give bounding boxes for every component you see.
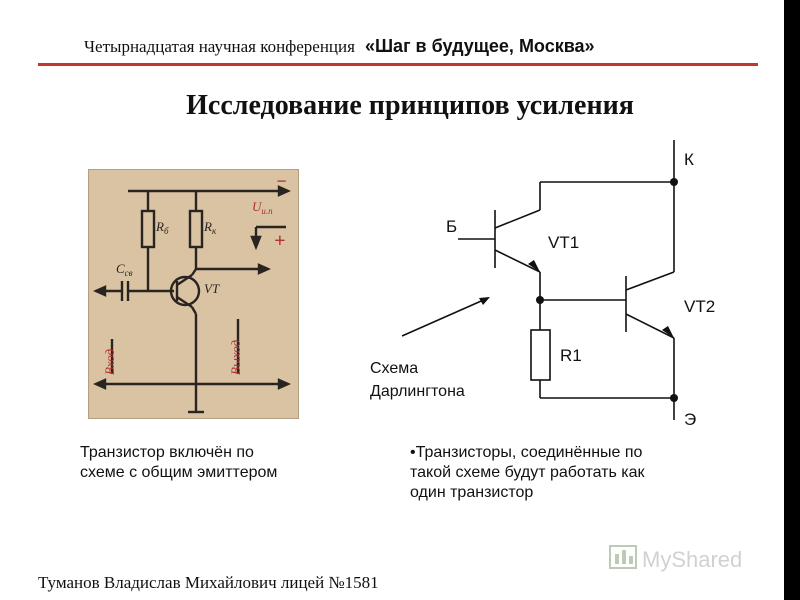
header-rule — [38, 63, 758, 66]
svg-text:Rб: Rб — [155, 219, 169, 236]
rb-sub: б — [164, 226, 169, 236]
watermark-text: MyShared — [642, 547, 742, 572]
output-label: Выход — [228, 339, 243, 375]
plus-sign: + — [274, 230, 285, 252]
right-caption-line1: •Транзисторы, соединённые по — [410, 444, 643, 461]
author-footer: Туманов Владислав Михайлович лицей №1581 — [38, 573, 379, 592]
common-emitter-schematic: Rб Rк Cсв VT Uи.п − + Вход Выход — [88, 169, 299, 419]
csv-sub: св — [125, 268, 133, 278]
scheme-label-line2: Дарлингтона — [370, 383, 465, 400]
right-edge-bar — [784, 0, 800, 600]
csv-label: C — [116, 261, 125, 276]
darlington-schematic: К Б VT1 VT2 R1 Э Схема Дарлингтона — [370, 140, 715, 429]
svg-text:Cсв: Cсв — [116, 261, 133, 278]
input-label: Вход — [102, 348, 117, 375]
slide-title: Исследование принципов усиления — [186, 90, 634, 121]
svg-text:Rк: Rк — [203, 219, 217, 236]
vt2-label: VT2 — [684, 297, 715, 316]
supply-sub: и.п — [261, 206, 273, 216]
collector-label: К — [684, 150, 694, 169]
vt-label: VT — [204, 281, 220, 296]
right-caption-line3: один транзистор — [410, 484, 534, 501]
svg-text:Uи.п: Uи.п — [252, 199, 273, 216]
conference-text: Четырнадцатая научная конференция — [84, 37, 355, 56]
rk-sub: к — [212, 226, 217, 236]
vt1-label: VT1 — [548, 233, 579, 252]
rb-label: R — [155, 219, 164, 234]
left-caption: Транзистор включён по схеме с общим эмит… — [80, 443, 340, 483]
scheme-label-line1: Схема — [370, 360, 418, 377]
left-caption-line2: схеме с общим эмиттером — [80, 464, 278, 481]
right-caption: •Транзисторы, соединённые по такой схеме… — [410, 443, 720, 503]
conference-name: «Шаг в будущее, Москва» — [364, 36, 595, 56]
conference-header: Четырнадцатая научная конференция «Шаг в … — [84, 36, 714, 57]
r1-label: R1 — [560, 346, 582, 365]
myshared-watermark: MyShared — [609, 545, 742, 572]
left-caption-line1: Транзистор включён по — [80, 444, 254, 461]
minus-sign: − — [276, 171, 287, 191]
right-caption-line2: такой схеме будут работать как — [410, 464, 645, 481]
rk-label: R — [203, 219, 212, 234]
emitter-label: Э — [684, 410, 696, 429]
base-label: Б — [446, 217, 457, 236]
supply-label: U — [252, 199, 263, 214]
